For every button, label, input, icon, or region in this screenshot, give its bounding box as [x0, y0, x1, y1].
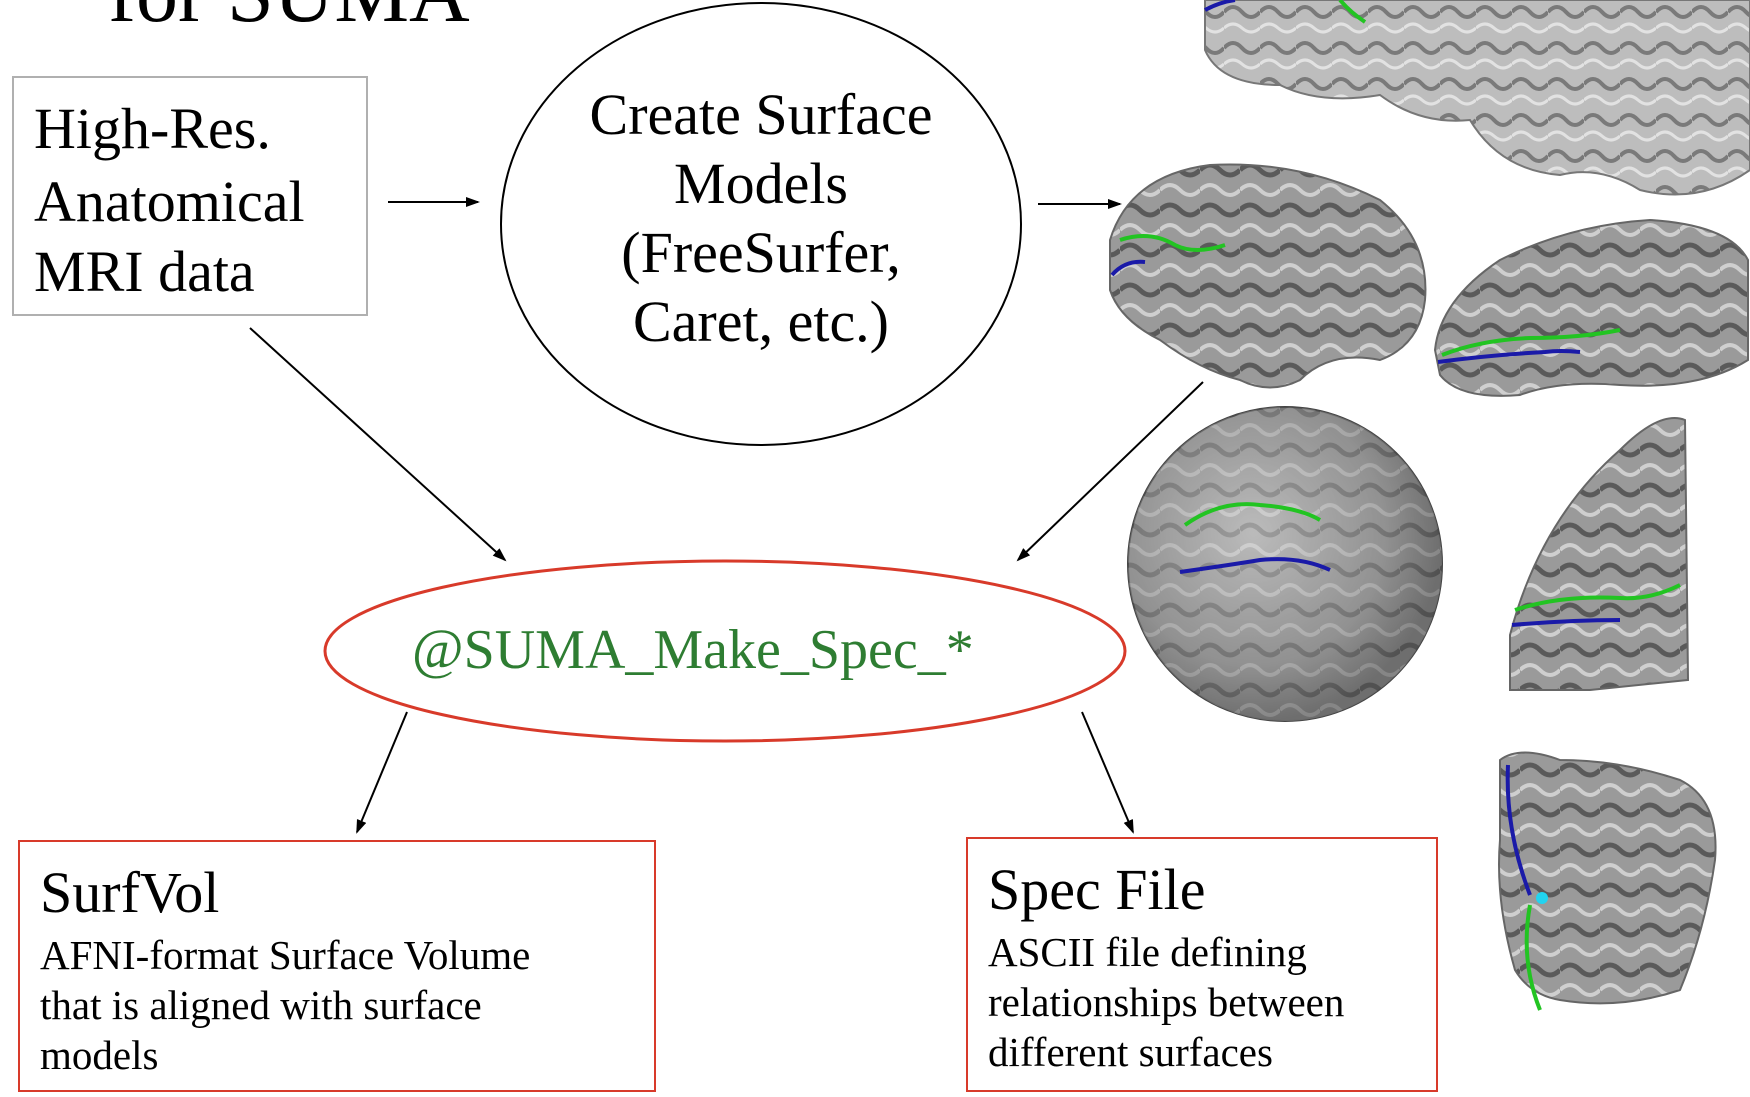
process-line: Create Surface — [589, 82, 933, 147]
process-ellipse-shape — [500, 2, 1022, 446]
brain-flat-patch-image — [1498, 751, 1717, 1011]
input-box: High-Res. Anatomical MRI data — [12, 76, 368, 316]
output-desc-line: relationships between — [988, 979, 1345, 1025]
brain-pial-top-image — [1204, 0, 1750, 196]
output-desc: ASCII file defining relationships betwee… — [988, 927, 1344, 1077]
output-head: SurfVol — [40, 860, 220, 925]
output-desc-line: AFNI-format Surface Volume — [40, 932, 531, 978]
script-node-shape — [323, 559, 1127, 743]
output-desc-line: ASCII file defining — [988, 929, 1307, 975]
arrow-input-to-script — [249, 327, 507, 562]
input-box-line: High-Res. — [34, 96, 271, 161]
process-line: Caret, etc.) — [632, 289, 889, 354]
brain-pial-surface-image — [1109, 163, 1427, 389]
output-desc-line: that is aligned with surface — [40, 982, 482, 1028]
arrow-script-to-specfile — [1081, 711, 1134, 834]
output-desc-line: different surfaces — [988, 1029, 1273, 1075]
input-box-line: MRI data — [34, 239, 255, 304]
output-box-surfvol: SurfVol AFNI-format Surface Volume that … — [18, 840, 656, 1092]
output-desc-line: models — [40, 1032, 159, 1078]
output-box-specfile: Spec File ASCII file defining relationsh… — [966, 837, 1438, 1092]
brain-sphere-surface-image — [1127, 406, 1443, 722]
output-head: Spec File — [988, 857, 1206, 922]
process-line: (FreeSurfer, — [621, 220, 901, 285]
input-box-line: Anatomical — [34, 169, 305, 234]
brain-flat-surface-image — [1509, 417, 1690, 691]
output-desc: AFNI-format Surface Volume that is align… — [40, 930, 530, 1080]
process-ellipse-label: Create Surface Models (FreeSurfer, Caret… — [521, 80, 1001, 356]
arrow-script-to-surfvol — [356, 711, 408, 834]
process-line: Models — [674, 151, 848, 216]
brain-inflated-surface-image — [1433, 218, 1749, 397]
arrow-surfaces-to-script — [1016, 381, 1204, 562]
page-title: for SUMA — [108, 0, 470, 36]
script-node-label: @SUMA_Make_Spec_* — [412, 619, 974, 681]
